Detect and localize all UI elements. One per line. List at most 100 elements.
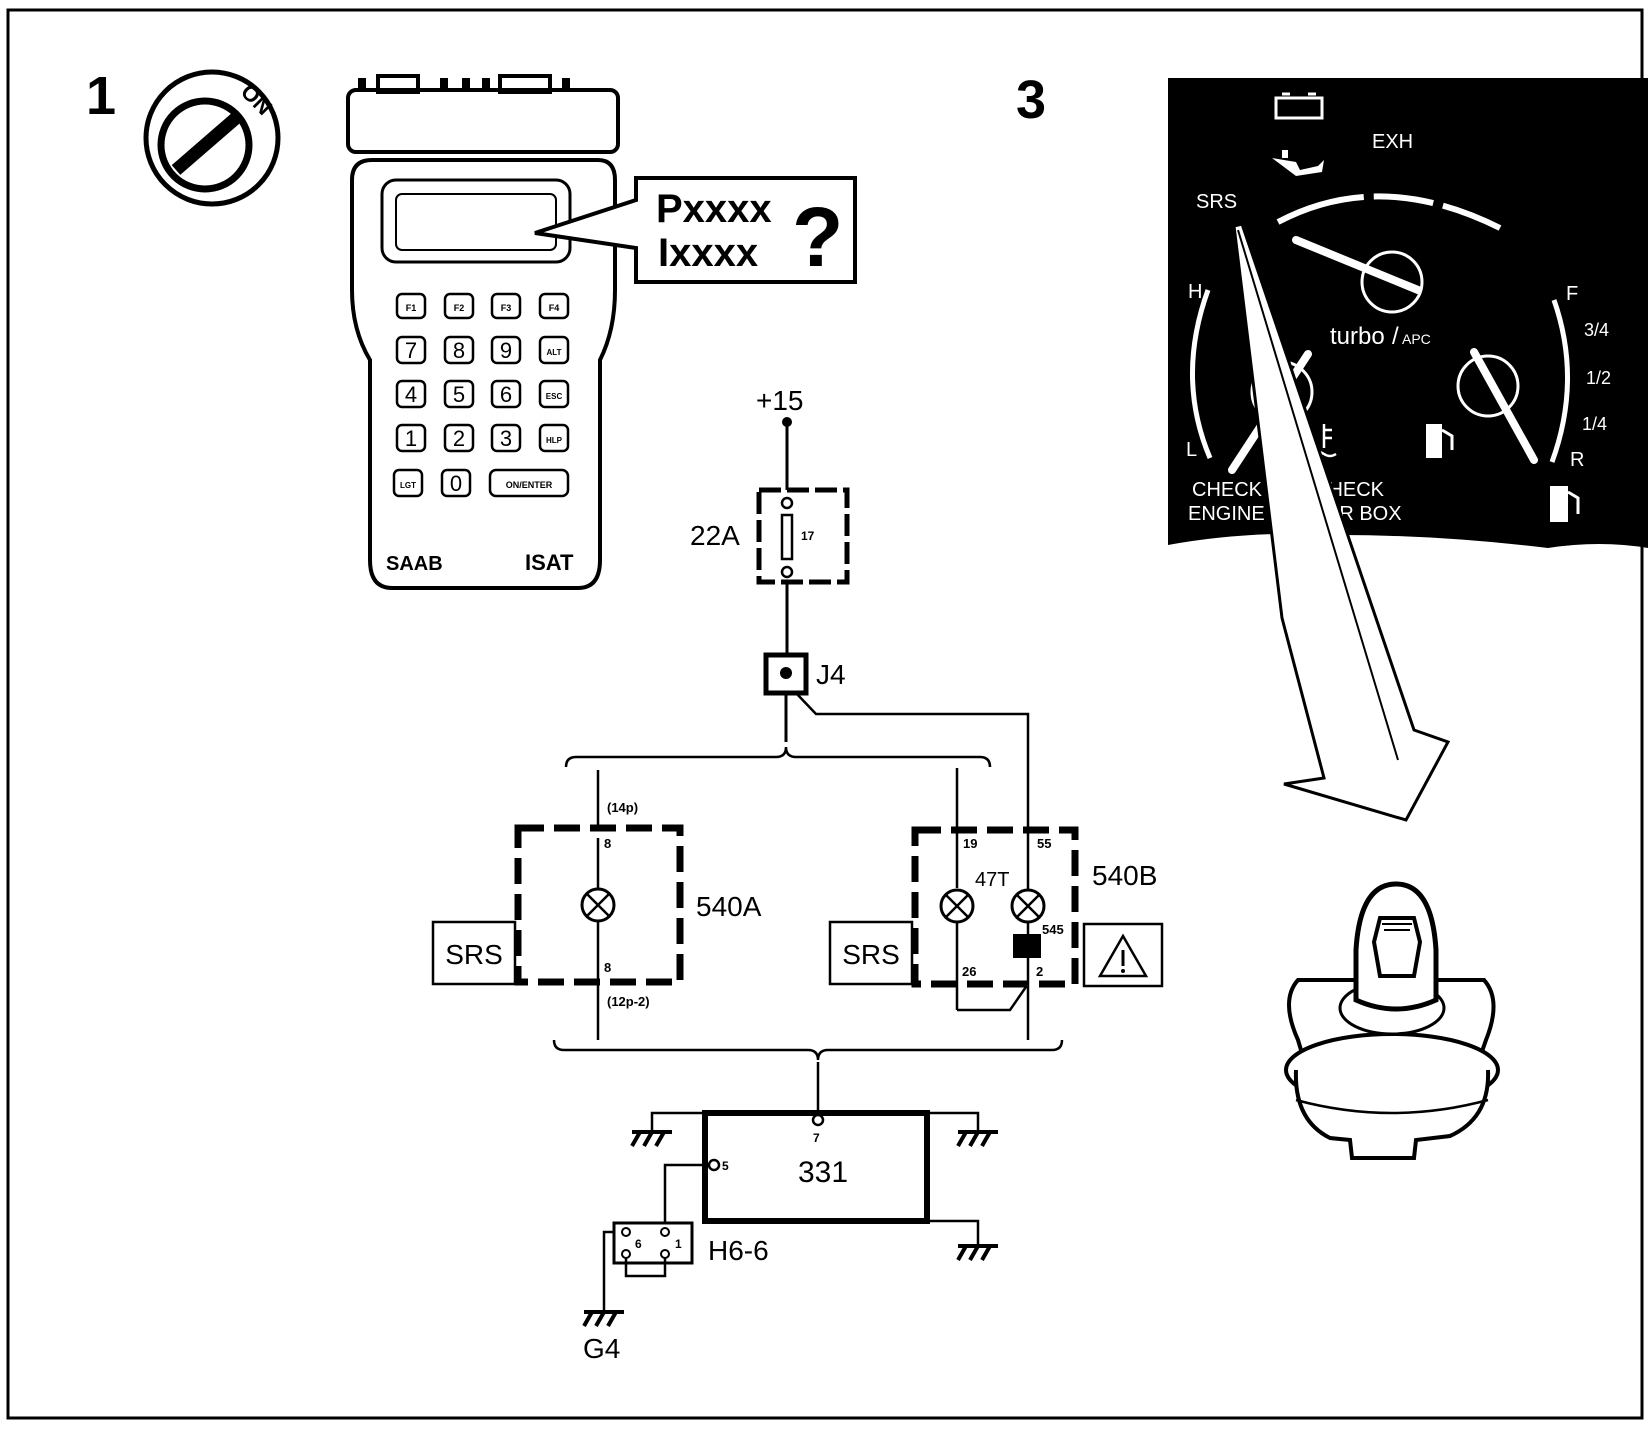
key-5[interactable] [443,379,475,409]
c540b-pin-55: 55 [1037,836,1051,851]
srs-box-b [828,920,914,986]
key-1[interactable] [395,423,427,453]
check-gear-line2: AR BOX [1326,503,1402,525]
c540a-conn-top: (14p) [607,800,638,815]
key-4[interactable] [395,379,427,409]
oil-can-icon [1272,150,1324,176]
c540a-pin-bottom: 8 [604,960,611,975]
svg-text:7: 7 [405,338,417,363]
turbo-gauge-scale [1276,193,1502,231]
svg-text:F1: F1 [406,303,417,313]
key-f1[interactable] [395,292,427,320]
fuel-pump-icon [1426,424,1454,458]
c540a-label: 540A [696,891,762,922]
svg-text:F3: F3 [501,303,512,313]
svg-text:4: 4 [405,382,417,407]
svg-text:8: 8 [453,338,465,363]
fault-code-i: Ixxxx [658,231,758,275]
svg-text:3: 3 [500,426,512,451]
c540a-conn-bottom: (12p-2) [607,994,650,1009]
cluster-temp-l: L [1186,439,1197,461]
step-number-1: 1 [86,66,116,126]
tester-brand: SAAB [386,553,443,575]
cluster-temp-h: H [1188,281,1202,303]
fuel-pump-icon-low [1550,486,1580,522]
key-0[interactable] [440,468,472,498]
cluster-srs-label: SRS [1196,191,1237,213]
arrow-icon [1232,222,1451,822]
svg-text:F4: F4 [549,303,560,313]
key-f4[interactable] [538,292,570,320]
bulb-holder-illustration [1284,881,1500,1160]
check-engine-line2: ENGINE [1188,503,1265,525]
figure-border [6,8,1644,1420]
ignition-key-icon: ON [143,69,281,207]
cluster-fuel-12: 1/2 [1586,368,1611,388]
key-lgt[interactable] [392,468,424,498]
c540b-pin-19: 19 [963,836,977,851]
key-2[interactable] [443,423,475,453]
fuel-needle [1470,348,1538,464]
c540b-label: 540B [1092,860,1157,891]
key-f2[interactable] [443,292,475,320]
junction-label: J4 [816,659,846,690]
ground-g4-label: G4 [583,1333,620,1364]
cluster-turbo-label: turbo [1330,323,1385,350]
fuel-gauge-scale [1549,299,1570,463]
svg-text:LGT: LGT [400,481,416,490]
fuse-pin-label: 17 [801,529,815,543]
srs-box-a [431,920,517,986]
c540b-bulb-label: 47T [975,869,1009,891]
unit331-label: 331 [798,1156,848,1189]
c540b-pin-545: 545 [1042,922,1064,937]
fault-code-p: Pxxxx [656,187,772,231]
cluster-fuel-14: 1/4 [1582,414,1607,434]
h66-pin-6: 6 [635,1237,642,1251]
unit331-pin-top: 7 [813,1131,820,1145]
instrument-cluster: EXH SRS turbo / APC H L F 3/4 1/2 1/4 R [1168,78,1648,548]
unit331-pin-left: 5 [722,1159,729,1173]
key-f3[interactable] [490,292,522,320]
srs-label-a: SRS [445,939,503,970]
step-number-3: 3 [1016,70,1046,130]
key-alt[interactable] [538,335,570,365]
h66-label: H6-6 [708,1235,769,1266]
battery-icon [1274,92,1324,120]
warning-icon [1097,933,1149,978]
svg-text:ESC: ESC [546,392,563,401]
cluster-fuel-f: F [1566,283,1578,305]
fault-code-callout: Pxxxx Ixxxx ? [534,176,857,284]
key-7[interactable] [395,335,427,365]
ground-symbol [956,1244,998,1261]
svg-text:F2: F2 [454,303,465,313]
cluster-apc-label: APC [1402,331,1431,347]
key-6[interactable] [490,379,522,409]
ground-symbol [582,1310,624,1327]
ground-symbol [630,1130,672,1147]
key-hlp[interactable] [538,423,570,453]
c540b-pin-2: 2 [1036,964,1043,979]
turbo-needle [1292,236,1422,294]
cluster-exh-label: EXH [1372,131,1413,153]
fuse-label: 22A [690,520,740,551]
svg-text:/: / [1392,323,1399,350]
h66-pin-1: 1 [675,1237,682,1251]
svg-text:6: 6 [500,382,512,407]
c540a-pin-top: 8 [604,836,611,851]
question-mark: ? [792,190,843,284]
tester-model: ISAT [525,550,574,575]
check-engine-line1: CHECK [1192,479,1263,501]
key-9[interactable] [490,335,522,365]
ground-symbol [956,1130,998,1147]
svg-text:1: 1 [405,426,417,451]
svg-text:9: 9 [500,338,512,363]
srs-label-b: SRS [842,939,900,970]
key-enter[interactable] [488,468,570,498]
isat-tester: F1 F2 F3 F4 7 8 9 ALT 4 5 6 ESC 1 2 3 HL… [346,74,620,590]
key-3[interactable] [490,423,522,453]
key-esc[interactable] [538,379,570,409]
svg-text:HLP: HLP [546,436,563,445]
key-8[interactable] [443,335,475,365]
svg-text:0: 0 [450,471,462,496]
svg-text:ALT: ALT [547,348,562,357]
